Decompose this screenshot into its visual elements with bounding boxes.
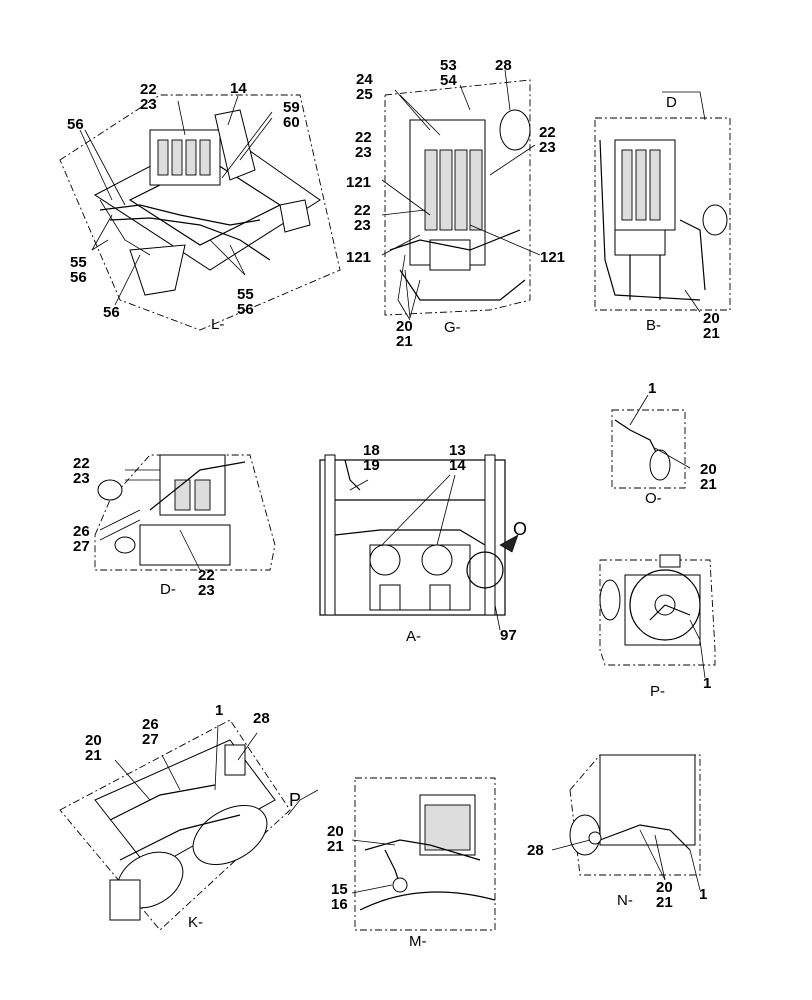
callout-l-55-left: 55 <box>70 254 87 271</box>
callout-k-26: 26 <box>142 716 159 733</box>
view-p-drawing <box>599 554 716 679</box>
view-caption-k: K- <box>188 914 203 931</box>
callout-g-28: 28 <box>495 57 512 74</box>
callout-k-20: 20 <box>85 732 102 749</box>
callout-p-1: 1 <box>703 675 712 692</box>
callout-n-28: 28 <box>527 842 544 859</box>
callout-g-25: 25 <box>356 86 373 103</box>
callout-l-23: 23 <box>140 96 157 113</box>
callout-a-18: 18 <box>363 442 380 459</box>
callout-n-20: 20 <box>656 879 673 896</box>
view-caption-b: B- <box>646 317 661 334</box>
view-caption-o: O- <box>645 490 662 507</box>
callout-a-14: 14 <box>449 457 466 474</box>
callout-l-56-bottom: 56 <box>237 301 254 318</box>
callout-g-23-b: 23 <box>539 139 556 156</box>
view-caption-p: P- <box>650 683 665 700</box>
callout-g-21: 21 <box>396 333 413 350</box>
callout-m-16: 16 <box>331 896 348 913</box>
callout-b-20: 20 <box>703 310 720 327</box>
view-caption-d: D- <box>160 581 176 598</box>
callout-l-56-lower: 56 <box>103 304 120 321</box>
view-l-drawing <box>59 94 341 331</box>
callout-g-22-c: 22 <box>354 202 371 219</box>
view-k-drawing <box>59 719 319 931</box>
callout-o-1: 1 <box>648 380 657 397</box>
callout-g-23-c: 23 <box>354 217 371 234</box>
callout-m-20: 20 <box>327 823 344 840</box>
callout-l-22: 22 <box>140 81 157 98</box>
callout-l-55-bottom: 55 <box>237 286 254 303</box>
callout-d-22-a: 22 <box>73 455 90 472</box>
view-caption-l: L- <box>211 316 225 333</box>
callout-m-21: 21 <box>327 838 344 855</box>
view-b-drawing <box>594 91 731 313</box>
callout-l-56-left: 56 <box>70 269 87 286</box>
view-m-drawing <box>351 777 496 931</box>
callout-n-21: 21 <box>656 894 673 911</box>
callout-o-20: 20 <box>700 461 717 478</box>
callout-b-21: 21 <box>703 325 720 342</box>
view-direction-o: O <box>513 519 528 539</box>
callout-k-27: 27 <box>142 731 159 748</box>
callout-g-121-a: 121 <box>346 174 372 191</box>
callout-d-23-a: 23 <box>73 470 90 487</box>
callout-o-21: 21 <box>700 476 717 493</box>
view-n-drawing <box>551 754 701 891</box>
callout-l-56-top: 56 <box>67 116 84 133</box>
view-o-drawing <box>611 394 691 489</box>
callout-k-1: 1 <box>215 702 224 719</box>
callout-g-23-a: 23 <box>355 144 372 161</box>
view-direction-d: D <box>666 94 677 111</box>
callout-g-20: 20 <box>396 318 413 335</box>
callout-k-28: 28 <box>253 710 270 727</box>
callout-d-23-b: 23 <box>198 582 215 599</box>
view-caption-n: N- <box>617 892 633 909</box>
view-caption-a: A- <box>406 628 421 645</box>
view-g-drawing <box>381 69 541 321</box>
view-direction-p: P <box>289 790 302 810</box>
view-d-drawing <box>94 454 276 571</box>
view-caption-g: G- <box>444 319 461 336</box>
callout-d-27: 27 <box>73 538 90 555</box>
callout-g-22-a: 22 <box>355 129 372 146</box>
view-a-drawing <box>319 454 519 631</box>
callout-l-59: 59 <box>283 99 300 116</box>
callout-d-22-b: 22 <box>198 567 215 584</box>
callout-l-60: 60 <box>283 114 300 131</box>
callout-a-19: 19 <box>363 457 380 474</box>
callout-k-21: 21 <box>85 747 102 764</box>
callout-l-14: 14 <box>230 80 247 97</box>
callout-g-22-b: 22 <box>539 124 556 141</box>
callout-a-13: 13 <box>449 442 466 459</box>
callout-g-53: 53 <box>440 57 457 74</box>
callout-g-121-c: 121 <box>540 249 566 266</box>
callout-g-121-b: 121 <box>346 249 372 266</box>
callout-a-97: 97 <box>500 627 517 644</box>
callout-g-54: 54 <box>440 72 457 89</box>
view-caption-m: M- <box>409 933 427 950</box>
callout-d-26: 26 <box>73 523 90 540</box>
callout-m-15: 15 <box>331 881 348 898</box>
callout-n-1: 1 <box>699 886 708 903</box>
callout-g-24: 24 <box>356 71 373 88</box>
